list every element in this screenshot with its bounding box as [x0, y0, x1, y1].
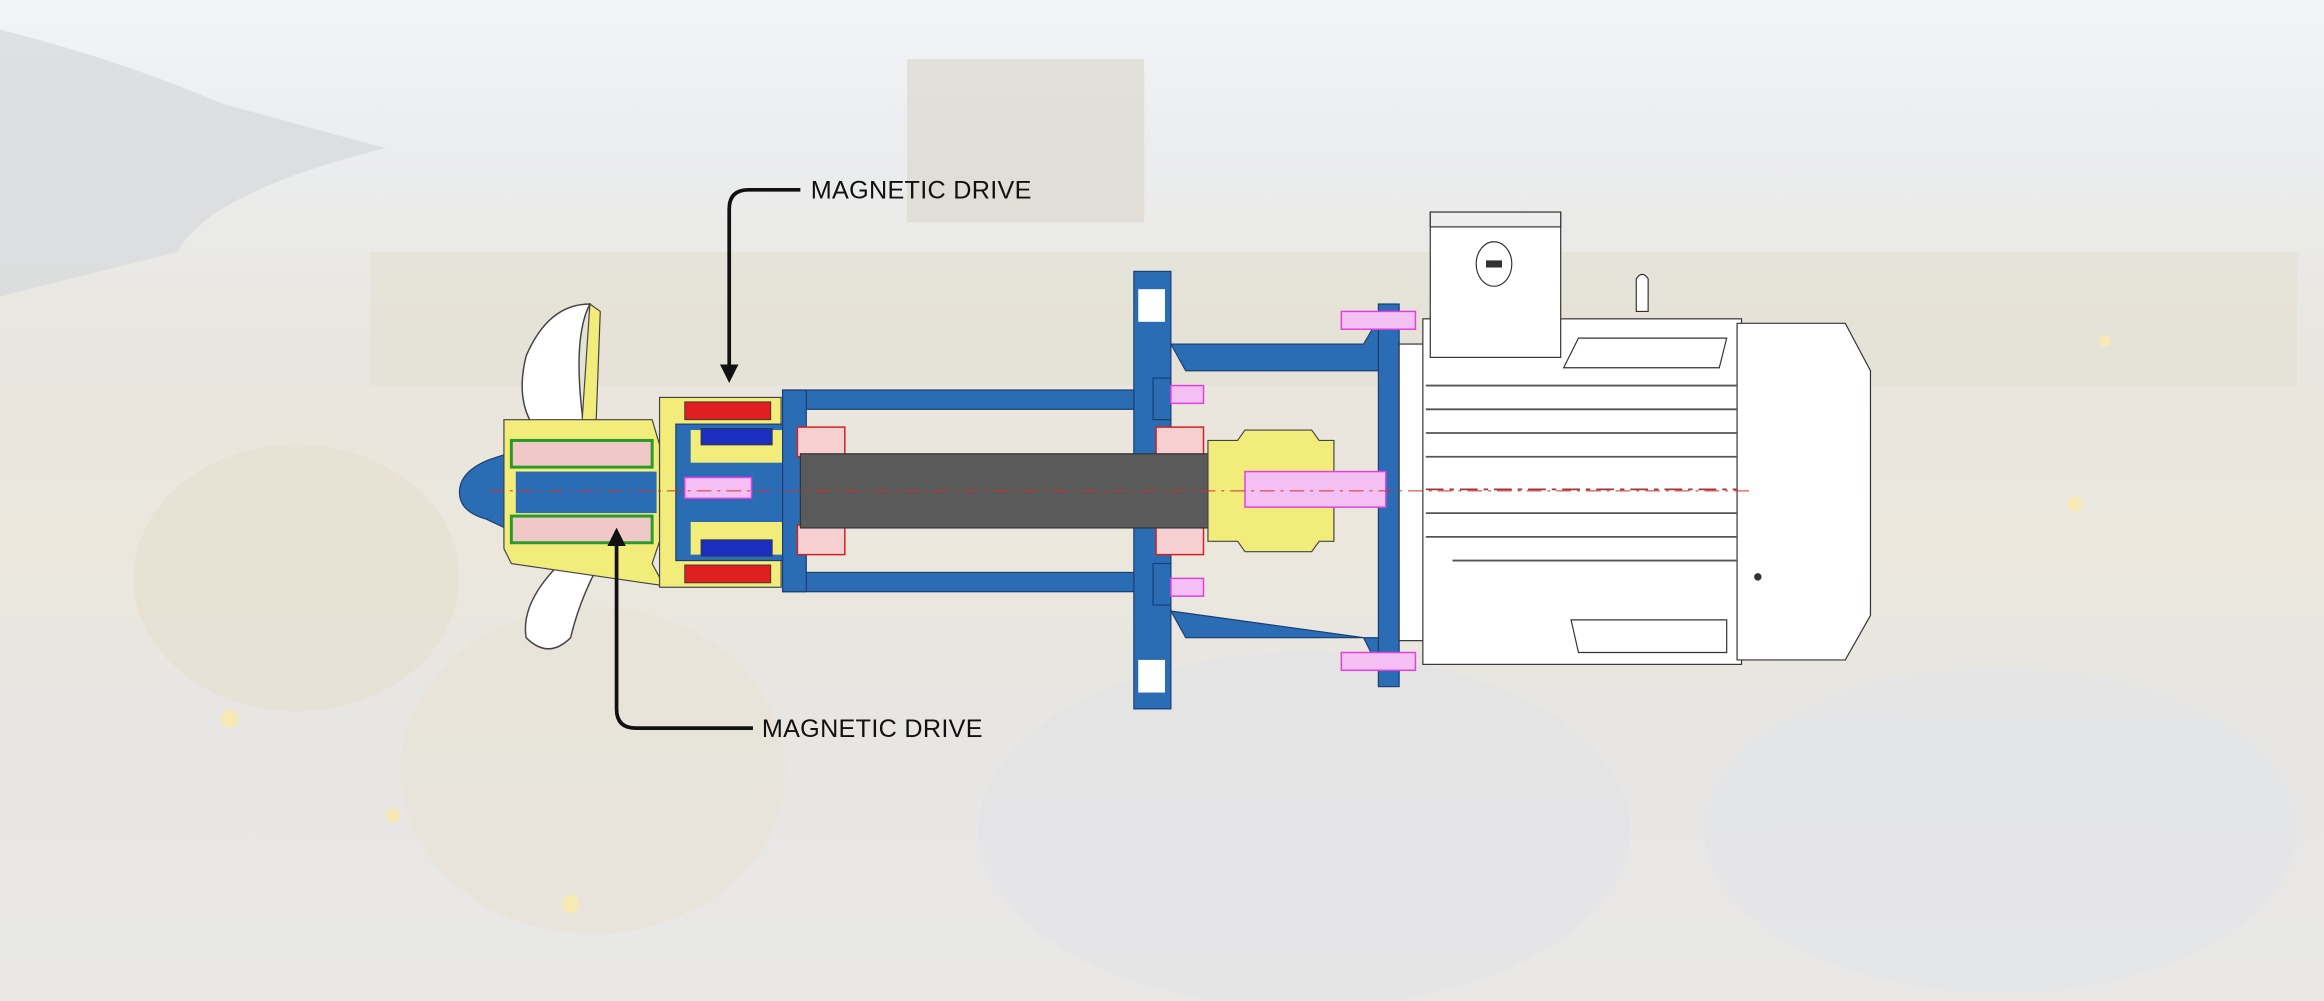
outer-magnet-bottom: [684, 564, 772, 584]
callout-label-top: MAGNETIC DRIVE: [811, 177, 1032, 205]
bolt-front: [684, 476, 753, 500]
propeller-nose-cone: [458, 451, 512, 532]
inner-magnet-top: [700, 428, 773, 446]
inner-magnet-bottom: [700, 539, 773, 557]
flange-bolts: [1170, 310, 1417, 672]
callout-arrow-bottom: [607, 527, 753, 730]
bearing-front-top: [796, 426, 846, 458]
outer-magnet-top: [684, 401, 772, 421]
electric-motor: [1398, 211, 1872, 665]
lifting-eye: [1635, 273, 1649, 313]
hub-sleeve-bottom: [509, 514, 654, 545]
callout-label-bottom: MAGNETIC DRIVE: [762, 715, 983, 743]
flange-hole-top: [1138, 289, 1165, 322]
motor-shaft: [1244, 470, 1387, 508]
bearing-front-bottom: [796, 524, 846, 556]
motor-bolt-hole: [1754, 573, 1762, 581]
callout-arrow-top: [719, 187, 801, 383]
cooling-fins: [1425, 384, 1738, 562]
hub-sleeve-top: [509, 438, 654, 469]
flange-hole-bottom: [1138, 659, 1165, 693]
propeller-blade-top: [521, 302, 601, 446]
hub-core: [515, 471, 657, 514]
